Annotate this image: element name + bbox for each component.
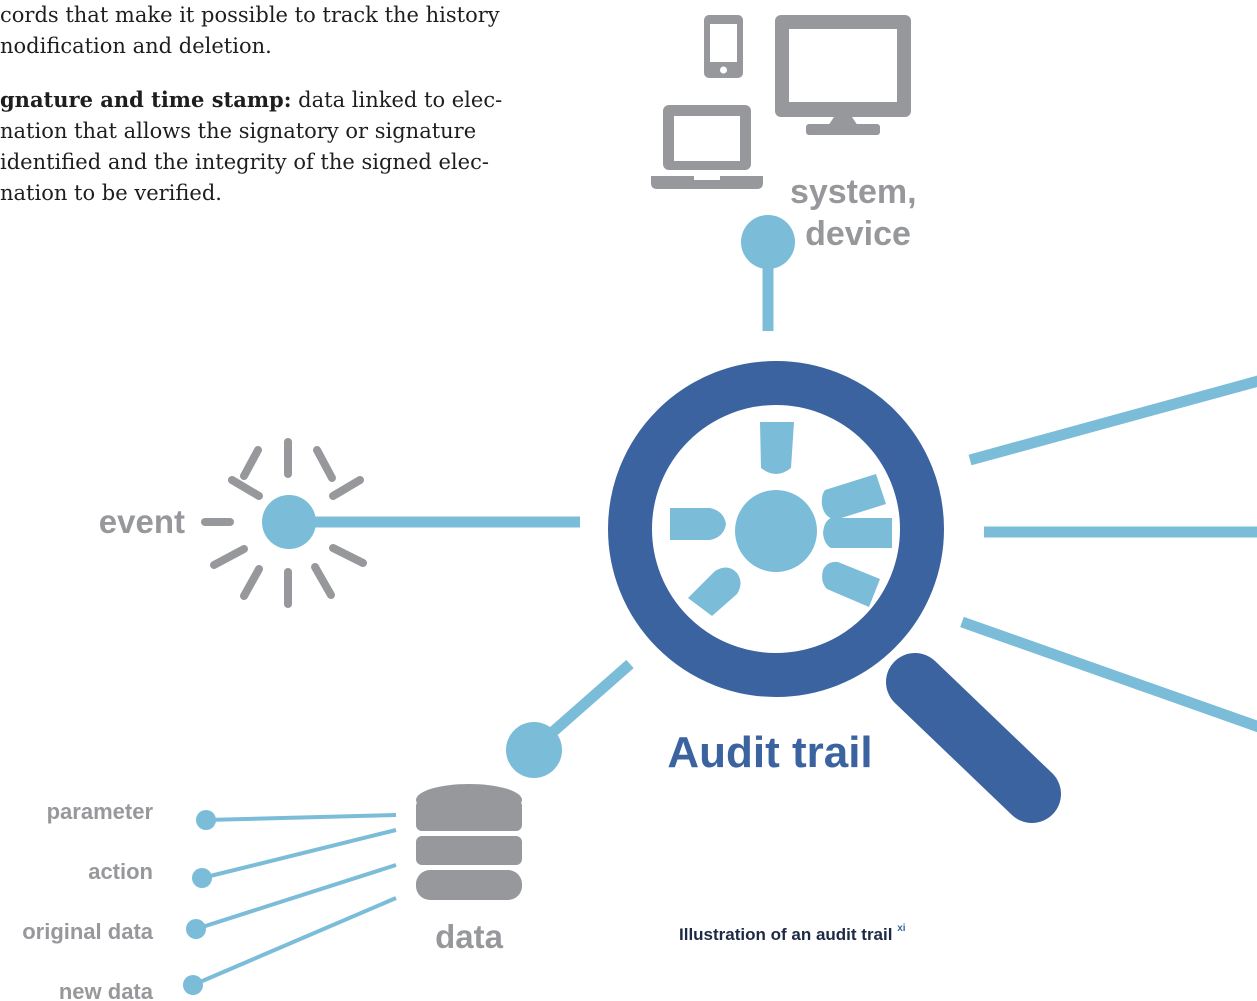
database-icon — [416, 784, 522, 900]
signature-line2: nation that allows the signatory or sign… — [0, 119, 477, 143]
data-item-nodes — [183, 810, 216, 995]
data-label: data — [435, 918, 504, 955]
event-label: event — [99, 503, 185, 540]
data-item-action: action — [88, 859, 153, 884]
phone-icon — [704, 15, 743, 78]
data-item-new-data: new data — [59, 979, 154, 1001]
paragraph-records-line1: cords that make it possible to track the… — [0, 3, 500, 27]
hub-icon — [670, 422, 892, 616]
paragraph-records-line2: nodification and deletion. — [0, 34, 272, 58]
data-item-parameter: parameter — [47, 799, 154, 824]
connector-right-bottom — [960, 616, 1257, 733]
connectors — [290, 255, 1257, 757]
laptop-icon — [651, 105, 763, 189]
paragraph-records: cords that make it possible to track the… — [0, 0, 500, 62]
data-item-connectors — [192, 813, 397, 987]
connector-right-top — [968, 375, 1257, 466]
data-node — [506, 722, 562, 778]
system-node — [741, 215, 795, 269]
burst-icon — [201, 438, 367, 608]
caption-text: Illustration of an audit trail — [679, 925, 893, 944]
data-item-labels: parameter action original data new data — [22, 799, 154, 1001]
system-label: system, device — [790, 173, 926, 253]
signature-term: gnature and time stamp: — [0, 87, 292, 112]
signature-line4: nation to be verified. — [0, 181, 222, 205]
monitor-icon — [775, 15, 911, 135]
system-label-line1: system, — [790, 173, 917, 211]
magnifier-handle — [886, 653, 1061, 823]
paragraph-signature: gnature and time stamp: data linked to e… — [0, 84, 502, 209]
system-label-line2: device — [805, 215, 911, 253]
signature-line1: data linked to elec- — [291, 88, 503, 112]
figure-caption: Illustration of an audit trail xi — [679, 923, 906, 945]
event-node — [262, 495, 316, 549]
center-label: Audit trail — [667, 728, 872, 777]
caption-reference: xi — [897, 923, 906, 934]
data-item-original-data: original data — [22, 919, 154, 944]
signature-line3: identified and the integrity of the sign… — [0, 150, 489, 174]
